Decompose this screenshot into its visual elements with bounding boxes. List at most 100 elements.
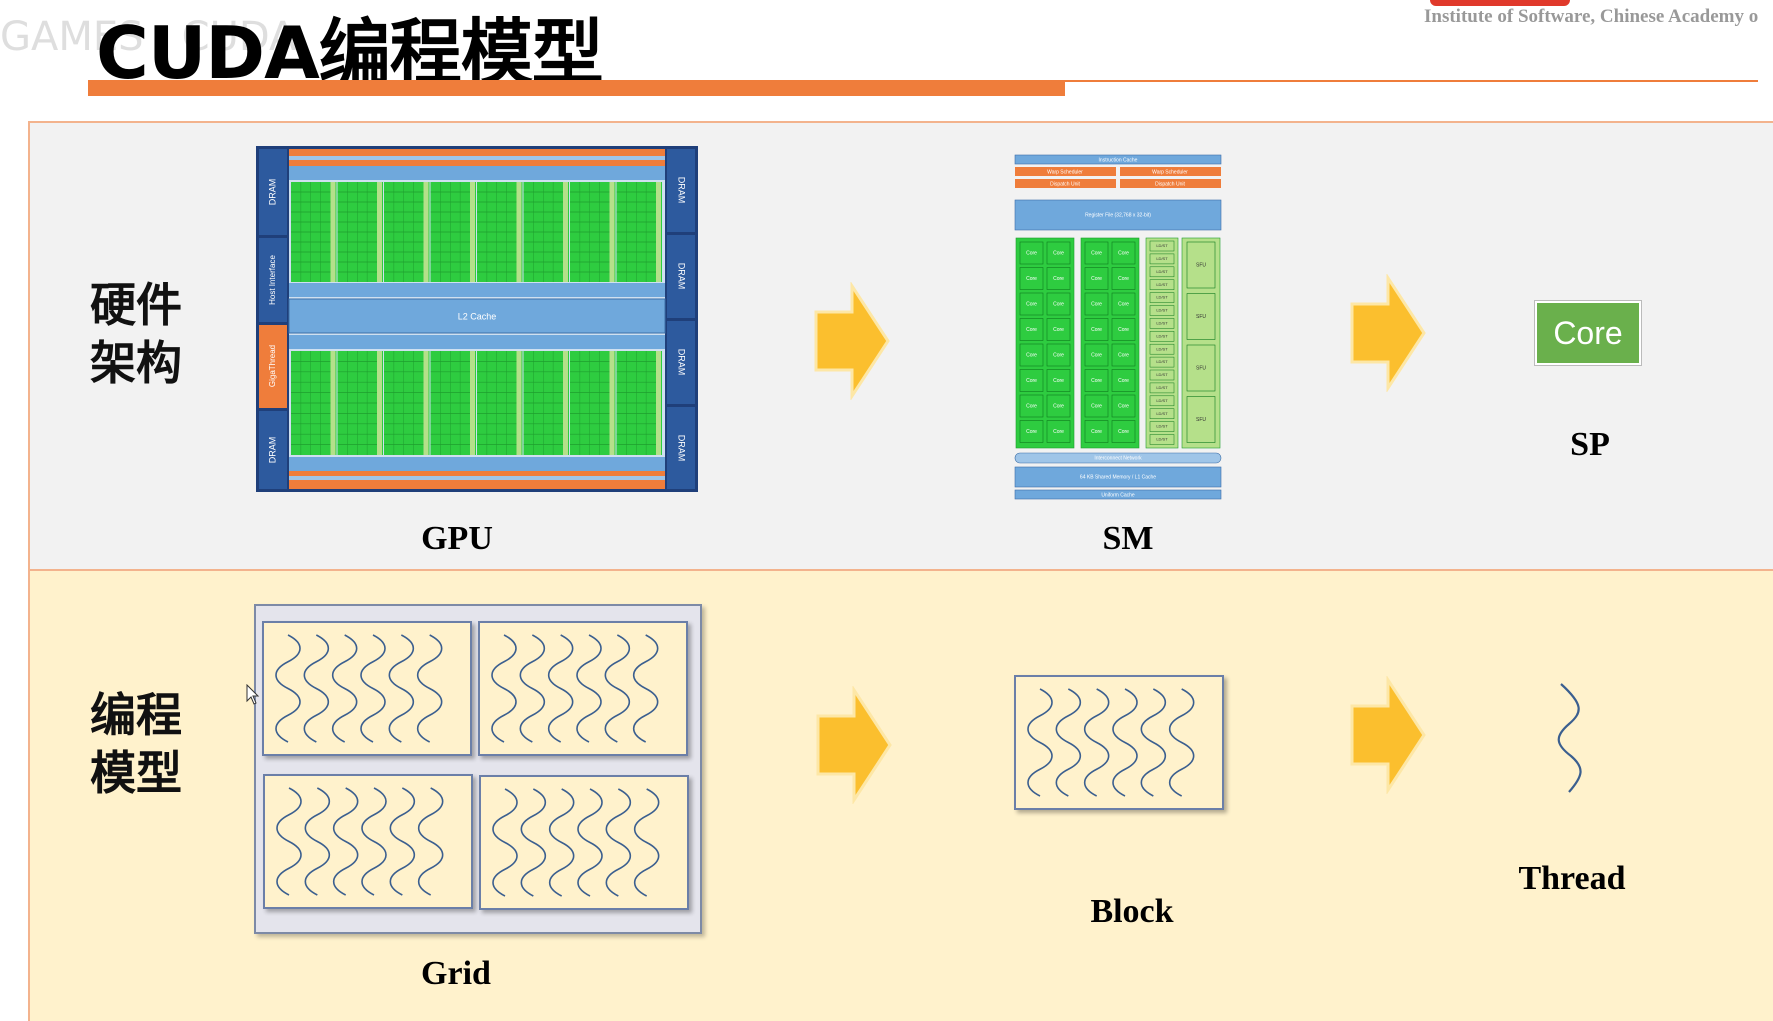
sm-core-label: Core: [1053, 301, 1064, 307]
sm-core-label: Core: [1053, 429, 1064, 435]
sm-core-label: Core: [1118, 276, 1129, 282]
gpu-dram-label: DRAM: [677, 177, 687, 204]
thread-line: [492, 788, 518, 897]
sm-sfu-label: SFU: [1196, 365, 1206, 371]
arrow-shape: [816, 686, 892, 804]
sm-diagram: Instruction Cache Warp Scheduler Warp Sc…: [1014, 154, 1222, 500]
sm-ldst-label: LD/ST: [1156, 385, 1168, 390]
sm-core-label: Core: [1053, 378, 1064, 384]
block-in-grid: [262, 621, 472, 756]
sm-core-label: Core: [1091, 301, 1102, 307]
sm-sfu-label: SFU: [1196, 417, 1206, 423]
thread-line: [1055, 688, 1082, 797]
gpu-caption: GPU: [421, 520, 493, 557]
sm-core-label: Core: [1053, 403, 1064, 409]
sm-core-label: Core: [1026, 327, 1037, 333]
sm-uniform-cache-label: Uniform Cache: [1101, 492, 1135, 498]
thread-line: [1557, 683, 1582, 793]
thread-line: [417, 787, 444, 896]
sm-core-label: Core: [1053, 276, 1064, 282]
hardware-label-line: 硬件: [90, 278, 182, 332]
thread-line: [331, 634, 358, 743]
sm-ldst-label: LD/ST: [1156, 372, 1168, 377]
sm-core-label: Core: [1091, 327, 1102, 333]
sm-core-label: Core: [1026, 352, 1037, 358]
institute-name: Institute of Software, Chinese Academy o: [1424, 6, 1759, 27]
gpu-gigathread-label: GigaThread: [268, 345, 277, 387]
sm-dispatch-unit-label: Dispatch Unit: [1050, 181, 1080, 187]
hardware-section-label: 硬件 架构: [90, 276, 182, 392]
sm-core-label: Core: [1118, 327, 1129, 333]
gpu-dram-label: DRAM: [267, 179, 277, 206]
hardware-label-line: 架构: [90, 336, 182, 390]
dram-block: [259, 149, 287, 235]
sm-sfu-label: SFU: [1196, 314, 1206, 320]
sm-core-label: Core: [1091, 429, 1102, 435]
arrow-shape: [1350, 274, 1426, 392]
block-in-grid: [478, 621, 688, 756]
sm-interconnect-label: Interconnect Network: [1094, 455, 1142, 461]
sm-ldst-label: LD/ST: [1156, 269, 1168, 274]
sm-dispatch-unit-label: Dispatch Unit: [1155, 181, 1185, 187]
sm-warp-scheduler-label: Warp Scheduler: [1152, 169, 1188, 175]
programming-label-line: 编程: [90, 688, 182, 742]
sm-ldst-label: LD/ST: [1156, 346, 1168, 351]
sm-register-file-label: Register File (32,768 x 32-bit): [1085, 212, 1151, 218]
thread-line: [389, 787, 416, 896]
sm-sfu-label: SFU: [1196, 262, 1206, 268]
core-box: Core: [1535, 301, 1641, 365]
sm-array-bottom: [291, 351, 662, 455]
dram-block: [667, 149, 695, 232]
host-interface-block: [259, 238, 287, 322]
sm-warp-scheduler-label: Warp Scheduler: [1047, 169, 1083, 175]
thread-line: [1168, 688, 1195, 797]
thread-line: [1112, 688, 1138, 797]
sm-instruction-cache-label: Instruction Cache: [1099, 157, 1138, 163]
sm-core-label: Core: [1053, 327, 1064, 333]
l2-cache-block: [288, 298, 666, 334]
sm-shared-memory-label: 64 KB Shared Memory / L1 Cache: [1080, 474, 1156, 480]
sm-core-label: Core: [1091, 403, 1102, 409]
sm-core-label: Core: [1118, 352, 1129, 358]
thread-line: [416, 634, 443, 743]
sm-core-label: Core: [1053, 352, 1064, 358]
gpu-dram-label: DRAM: [677, 349, 687, 376]
sm-array-top: [291, 182, 662, 282]
sm-core-label: Core: [1118, 403, 1129, 409]
block-caption: Block: [1090, 893, 1174, 930]
thread-line: [1140, 688, 1167, 797]
arrow-shape: [814, 282, 890, 400]
title-underline-line: [1065, 80, 1758, 82]
thread-line: [276, 787, 302, 896]
thread-line: [275, 634, 301, 743]
mouse-cursor-icon: [246, 684, 260, 705]
dram-block: [667, 321, 695, 404]
sm-ldst-label: LD/ST: [1156, 333, 1168, 338]
watermark-ghost-text: GAMES · CUDA: [0, 14, 297, 60]
sm-ldst-label: LD/ST: [1156, 295, 1168, 300]
thread-line: [520, 788, 547, 897]
gpu-host-interface-label: Host Interface: [268, 255, 277, 305]
thread-line: [1083, 688, 1110, 797]
arrow-right-icon: [814, 282, 890, 400]
thread-line: [332, 787, 359, 896]
gpu-diagram: DRAM Host Interface GigaThread DRAM DRAM…: [256, 146, 698, 492]
sm-ldst-label: LD/ST: [1156, 256, 1168, 261]
sm-caption: SM: [1102, 520, 1154, 557]
dram-block: [667, 407, 695, 489]
thread-line: [576, 634, 602, 743]
thread-line: [304, 787, 331, 896]
gpu-dram-label: DRAM: [267, 437, 277, 464]
thread-line: [388, 634, 415, 743]
arrow-right-icon: [1350, 676, 1426, 794]
sm-core-label: Core: [1118, 250, 1129, 256]
sm-core-label: Core: [1118, 378, 1129, 384]
block-in-grid: [479, 775, 689, 910]
thread-line: [519, 634, 546, 743]
grid-caption: Grid: [421, 955, 491, 992]
l2-cache-label: L2 Cache: [458, 311, 497, 321]
block-diagram: [1014, 675, 1224, 810]
sm-ldst-label: LD/ST: [1156, 308, 1168, 313]
thread-caption: Thread: [1518, 860, 1626, 897]
thread-line: [632, 634, 659, 743]
